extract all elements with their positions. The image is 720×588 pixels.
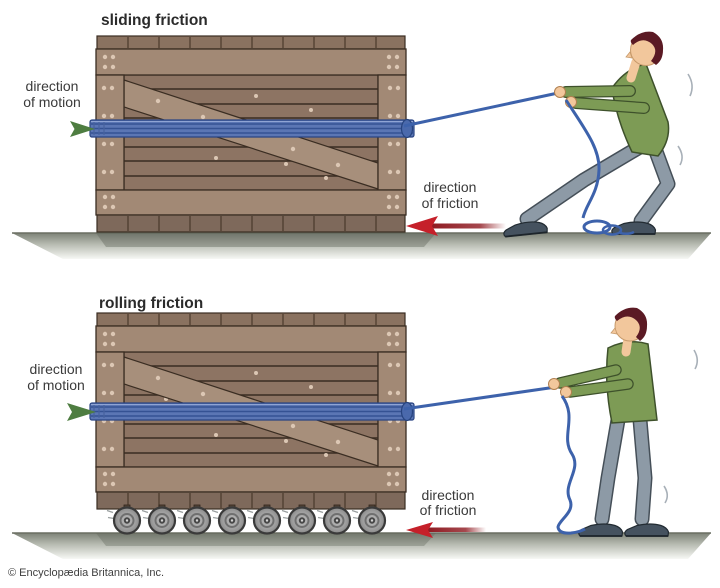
friction-label-line2: of friction [420, 502, 477, 518]
rope-slack [556, 395, 586, 535]
panel-sliding-friction: sliding friction [10, 12, 711, 259]
motion-label-line2: of motion [27, 377, 85, 393]
motion-mark [677, 145, 683, 166]
speed-lines [56, 505, 98, 512]
motion-mark [687, 73, 693, 97]
rope-to-hands [403, 91, 559, 128]
hand [554, 86, 566, 98]
motion-mark [693, 349, 699, 370]
speed-lines [48, 217, 96, 224]
motion-label-line2: of motion [23, 94, 81, 110]
wheel [140, 506, 177, 535]
friction-label: direction of friction [422, 179, 479, 211]
wheel [280, 506, 317, 535]
ground [12, 532, 711, 559]
rope-band [89, 118, 415, 139]
wheel [210, 506, 247, 535]
wheel [350, 506, 387, 535]
wheel [105, 506, 142, 535]
wheel [315, 506, 352, 535]
motion-label: direction of motion [23, 78, 81, 110]
friction-label-line2: of friction [422, 195, 479, 211]
friction-arrow [406, 216, 506, 236]
rope-coil [564, 99, 635, 236]
roller-wheels [105, 504, 387, 535]
person-pulling-rope [501, 31, 693, 238]
motion-arrow [10, 403, 96, 421]
motion-label-line1: direction [26, 78, 79, 94]
crate-shadow [96, 533, 436, 546]
friction-label: direction of friction [420, 487, 477, 518]
panel-title: sliding friction [101, 12, 208, 29]
wheel [175, 506, 212, 535]
hair [630, 31, 664, 65]
nose [610, 327, 618, 335]
wheel [245, 506, 282, 535]
motion-mark [663, 485, 669, 504]
nose [625, 51, 633, 59]
friction-label-line1: direction [424, 179, 477, 195]
hand [560, 386, 572, 398]
person-pulling-rope [548, 307, 699, 537]
hair [614, 307, 648, 341]
panel-rolling-friction: rolling friction [10, 295, 711, 559]
rope-band [89, 401, 415, 422]
copyright-text: © Encyclopædia Britannica, Inc. [8, 567, 164, 579]
friction-arrow [406, 522, 486, 538]
back-shoe [623, 523, 670, 537]
motion-arrow [10, 121, 95, 137]
rope-to-hands [403, 385, 557, 411]
friction-label-line1: direction [422, 487, 475, 503]
motion-label-line1: direction [30, 361, 83, 377]
ground [12, 232, 711, 259]
crate-shadow [96, 233, 436, 247]
motion-label: direction of motion [27, 361, 85, 393]
hand [548, 378, 560, 390]
panel-title: rolling friction [99, 295, 203, 312]
